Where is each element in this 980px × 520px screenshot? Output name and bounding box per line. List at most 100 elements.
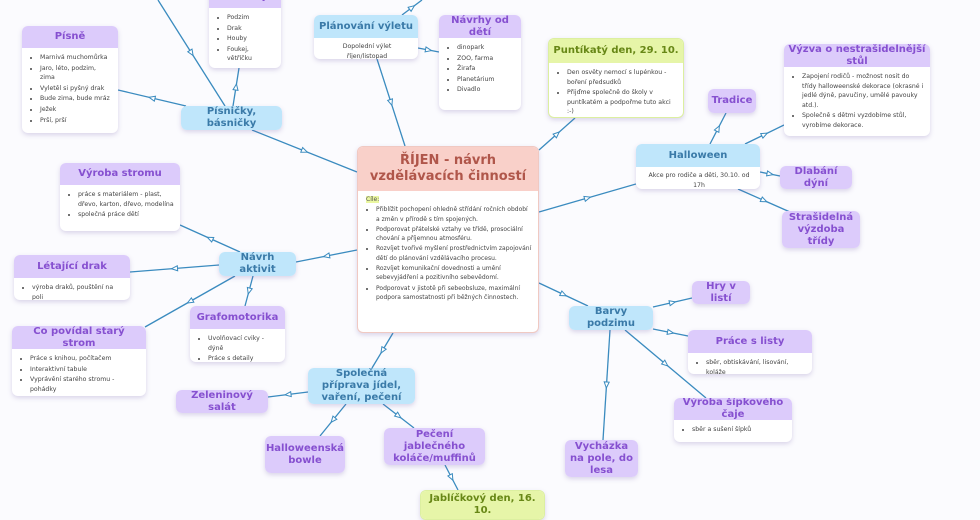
list-item: Interaktivní tabule — [30, 365, 140, 375]
node-body: Práce s knihou, počítačemInteraktivní ta… — [12, 349, 146, 396]
arrow-icon — [603, 381, 610, 390]
node-basnicky[interactable]: BásničkyPodzimDrakHoubyFoukej, větříčku — [209, 0, 281, 68]
list-item: Uvolňovací cviky - dýně — [208, 334, 279, 353]
node-strasidelna[interactable]: Strašidelná výzdoba třídy — [782, 211, 860, 248]
list-item: Bude zima, bude mráz — [40, 94, 112, 104]
node-navrh-aktivit[interactable]: Návrh aktivit — [219, 252, 296, 276]
arrow-icon — [765, 170, 775, 177]
list-item: dinopark — [457, 43, 515, 53]
arrow-icon — [447, 472, 454, 482]
node-dlabani[interactable]: Dlabání dýní — [780, 166, 852, 189]
list-item: Foukej, větříčku — [227, 45, 275, 64]
arrow-icon — [206, 236, 215, 243]
node-title: Výzva o nestrašidelnější stůl — [784, 44, 930, 67]
node-body: práce s materiálem - plast, dřevo, karto… — [60, 185, 180, 225]
node-vychazka[interactable]: Vycházka na pole, do lesa — [565, 440, 638, 477]
node-letajici[interactable]: Létající drak výroba draků, pouštění na p… — [14, 255, 130, 300]
arrow-icon — [386, 98, 394, 107]
node-body: Akce pro rodiče a děti, 30.10. od 17h — [636, 167, 760, 189]
node-sipkovy[interactable]: Výroba šípkového čaje sběr a sušení šípků — [674, 398, 792, 442]
list-item: ZOO, farma — [457, 54, 515, 64]
node-tradice[interactable]: Tradice — [708, 89, 756, 113]
arrow-icon — [583, 195, 592, 203]
list-item: Jaro, léto, podzim, zima — [40, 64, 112, 83]
list-item: Divadlo — [457, 85, 515, 95]
list-item: Podporovat přátelské vztahy ve třídě, pr… — [376, 225, 532, 244]
list-item: Planetárium — [457, 75, 515, 85]
list-item: Práce s knihou, počítačem — [30, 354, 140, 364]
node-body: Uvolňovací cviky - dýněPráce s detaily — [190, 329, 285, 362]
arrow-icon — [322, 252, 331, 259]
node-title: Básničky — [209, 0, 281, 8]
node-grafomotorika[interactable]: GrafomotorikaUvolňovací cviky - dýněPrác… — [190, 306, 285, 362]
bullet-list: Den osvěty nemocí s lupénkou - boření př… — [557, 68, 677, 117]
node-title: Výroba šípkového čaje — [674, 398, 792, 420]
list-item: Podzim — [227, 13, 275, 23]
node-jablickovy[interactable]: Jablíčkový den, 16. 10. — [420, 490, 545, 520]
list-item: Marnivá muchomůrka — [40, 53, 112, 63]
arrow-icon — [666, 328, 675, 336]
bullet-list: sběr, obtiskávání, lisování, koláže — [696, 358, 806, 374]
arrow-icon — [407, 4, 416, 13]
bullet-list: Práce s knihou, počítačemInteraktivní ta… — [20, 354, 140, 394]
list-item: Prší, prší — [40, 116, 112, 126]
node-body: Marnivá muchomůrkaJaro, léto, podzim, zi… — [22, 48, 118, 130]
node-puntikaty[interactable]: Puntíkatý den, 29. 10.Den osvěty nemocí … — [548, 38, 684, 118]
list-item: Podporovat v jistotě při sebeobsluze, ma… — [376, 284, 532, 303]
node-title: ŘÍJEN - návrh vzdělávacích činností — [358, 147, 538, 191]
arrow-icon — [759, 132, 769, 139]
node-title: Společná příprava jídel, vaření, pečení — [308, 368, 415, 404]
node-peceni[interactable]: Pečení jablečného koláče/muffinů — [384, 428, 485, 465]
node-title: Zeleninový salát — [176, 390, 268, 413]
arrow-icon — [232, 82, 239, 91]
node-pisnicky[interactable]: Písničky, básničky — [181, 106, 282, 130]
node-body: Den osvěty nemocí s lupénkou - boření př… — [549, 63, 683, 117]
node-hry[interactable]: Hry v listí — [692, 281, 750, 304]
bullet-list: PodzimDrakHoubyFoukej, větříčku — [217, 13, 275, 64]
node-title: Výroba stromu — [60, 163, 180, 185]
goals-label: Cíle: — [366, 196, 380, 203]
node-title: Dlabání dýní — [780, 166, 852, 189]
node-zeleninovy[interactable]: Zeleninový salát — [176, 390, 268, 413]
node-title: Tradice — [708, 89, 756, 113]
arrow-icon — [283, 390, 292, 398]
node-spolecna[interactable]: Společná příprava jídel, vaření, pečení — [308, 368, 415, 404]
arrow-icon — [552, 131, 561, 139]
arrow-icon — [147, 95, 157, 102]
list-item: Zapojení rodičů - možnost nosit do třídy… — [802, 72, 924, 110]
node-title: Létající drak — [14, 255, 130, 278]
arrow-icon — [424, 46, 433, 53]
arrow-icon — [380, 345, 388, 355]
list-item: Společně s dětmi vyzdobíme stůl, vyrobím… — [802, 111, 924, 130]
list-item: Přiblížit pochopení ohledně střídání roč… — [376, 205, 532, 224]
list-item: Den osvěty nemocí s lupénkou - boření př… — [567, 68, 677, 87]
list-item: Práce s detaily — [208, 354, 279, 362]
node-title: Jablíčkový den, 16. 10. — [421, 491, 544, 519]
node-vyroba-stromu[interactable]: Výroba stromu práce s materiálem - plast,… — [60, 163, 180, 231]
node-body: Dopolední výlet říjen/listopad — [314, 38, 418, 59]
list-item: Drak — [227, 24, 275, 34]
bullet-list: výroba draků, pouštění na poli — [22, 283, 124, 300]
node-prace-listy[interactable]: Práce s listysběr, obtiskávání, lisování… — [688, 330, 812, 374]
node-vyzva[interactable]: Výzva o nestrašidelnější stůlZapojení ro… — [784, 44, 930, 136]
bullet-list: práce s materiálem - plast, dřevo, karto… — [68, 190, 174, 220]
node-title: Halloweenská bowle — [265, 436, 345, 473]
node-title: Písničky, básničky — [181, 106, 282, 130]
node-barvy[interactable]: Barvy podzimu — [569, 306, 653, 330]
node-bowle[interactable]: Halloweenská bowle — [265, 436, 345, 473]
arrow-icon — [300, 146, 309, 153]
node-co-povidal[interactable]: Co povídal starý stromPráce s knihou, po… — [12, 326, 146, 396]
bullet-list: sběr a sušení šípků — [682, 425, 786, 435]
node-title: Návrhy od dětí — [439, 15, 521, 38]
arrow-icon — [393, 411, 402, 419]
arrow-icon — [668, 300, 677, 307]
node-title: Vycházka na pole, do lesa — [565, 440, 638, 477]
node-pisne[interactable]: PísněMarnivá muchomůrkaJaro, léto, podzi… — [22, 26, 118, 133]
node-body: dinoparkZOO, farmaŽirafaPlanetáriumDivad… — [439, 38, 521, 100]
node-body: PodzimDrakHoubyFoukej, větříčku — [209, 8, 281, 68]
node-navrhy[interactable]: Návrhy od dětídinoparkZOO, farmaŽirafaPl… — [439, 15, 521, 110]
arrow-icon — [713, 124, 720, 134]
